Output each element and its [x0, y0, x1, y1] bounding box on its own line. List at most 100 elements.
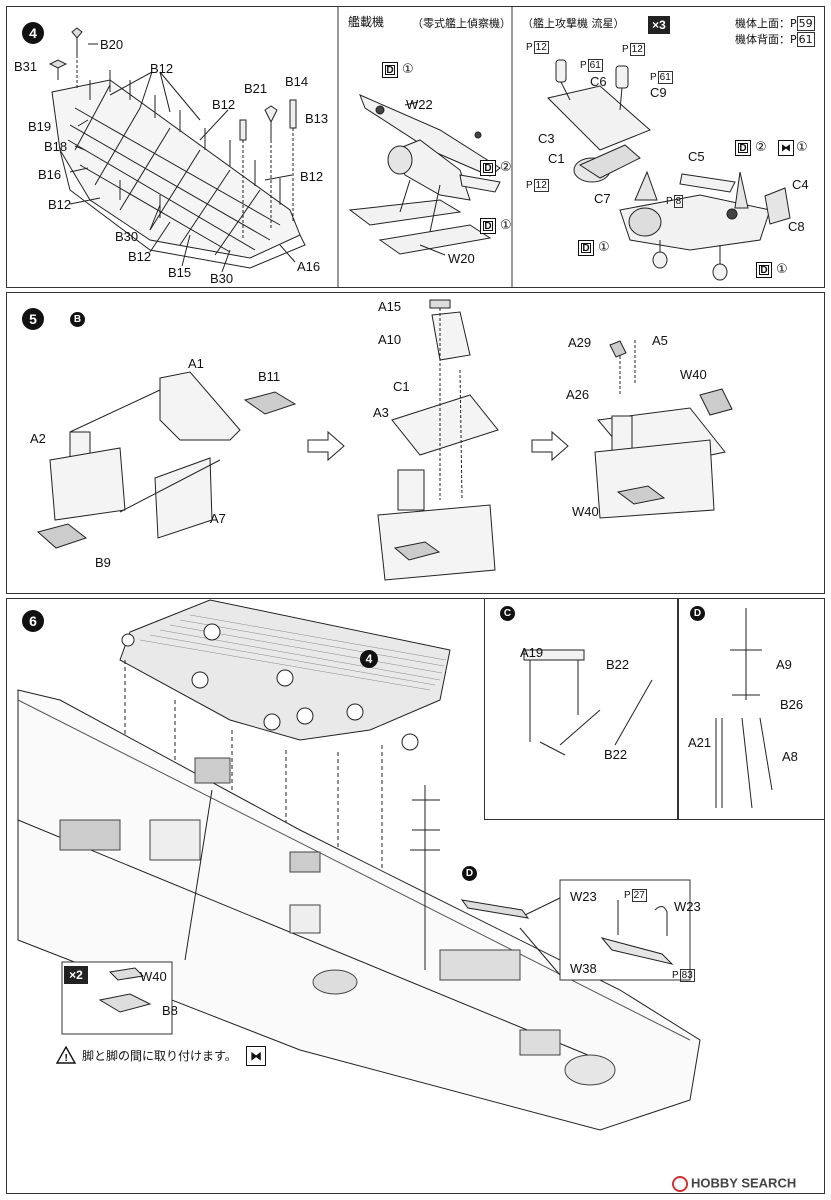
aircraft2-title: （艦上攻撃機 流星） — [522, 17, 625, 30]
label-A3: A3 — [373, 405, 389, 420]
label-B13: B13 — [305, 111, 329, 126]
label-A9: A9 — [776, 657, 792, 672]
label-A1: A1 — [188, 356, 204, 371]
label-A29: A29 — [568, 335, 592, 350]
label-B22: B22 — [604, 747, 628, 762]
label-A8: A8 — [782, 749, 798, 764]
svg-text:!: ! — [65, 1053, 68, 1064]
label-W40: W40 — [572, 504, 599, 519]
warning-icon: ! — [55, 1045, 77, 1069]
panel-D-badge: D — [690, 606, 705, 621]
label-A7: A7 — [210, 511, 226, 526]
label-A10: A10 — [378, 332, 402, 347]
label-C3: C3 — [538, 131, 555, 146]
label-A2: A2 — [30, 431, 46, 446]
label-A5: A5 — [652, 333, 668, 348]
label-B12: B12 — [150, 61, 174, 76]
panel-C — [484, 598, 678, 820]
decal-D-badge: D — [735, 140, 751, 156]
label-C6: C6 — [590, 74, 607, 89]
label-C1: C1 — [548, 151, 565, 166]
panel-D — [678, 598, 825, 820]
decal-number-1: ① — [796, 139, 808, 154]
panel-C-badge: C — [500, 606, 515, 621]
label-W40: W40 — [140, 969, 167, 984]
decal-number-2: ② — [500, 159, 512, 174]
watermark-logo-icon — [672, 1176, 688, 1192]
step5-number: 5 — [22, 308, 44, 330]
label-C5: C5 — [688, 149, 705, 164]
step4-number: 4 — [22, 22, 44, 44]
step6-ref-D: D — [462, 866, 477, 881]
label-B11: B11 — [258, 369, 281, 384]
decal-number-1: ① — [402, 61, 414, 76]
label-B20: B20 — [100, 37, 124, 52]
aircraft1-title: 艦載機 — [348, 15, 385, 29]
label-B15: B15 — [168, 265, 192, 280]
label-B30: B30 — [210, 271, 234, 286]
label-B12: B12 — [48, 197, 72, 212]
decal-D-badge: D — [578, 240, 594, 256]
label-C4: C4 — [792, 177, 809, 192]
label-B12: B12 — [128, 249, 152, 264]
label-B21: B21 — [244, 81, 268, 96]
label-B14: B14 — [285, 74, 309, 89]
label-W23: W23 — [570, 889, 597, 904]
decal-number-2: ② — [755, 139, 767, 154]
decal-number-1: ① — [776, 261, 788, 276]
bowtie-icon: ⧓ — [246, 1046, 266, 1066]
bowtie-icon: ⧓ — [778, 140, 794, 156]
label-B9: B9 — [95, 555, 111, 570]
decal-number-1: ① — [598, 239, 610, 254]
label-W22: W22 — [406, 97, 433, 112]
label-B30: B30 — [115, 229, 139, 244]
label-A15: A15 — [378, 299, 402, 314]
label-C1: C1 — [393, 379, 410, 394]
multiplier-x3: ×3 — [648, 16, 670, 34]
label-C9: C9 — [650, 85, 667, 100]
label-A21: A21 — [688, 735, 712, 750]
step6-ref-4: 4 — [360, 650, 378, 668]
label-W38: W38 — [570, 961, 597, 976]
label-B22: B22 — [606, 657, 630, 672]
label-B12: B12 — [300, 169, 324, 184]
multiplier-x2: ×2 — [64, 966, 88, 984]
label-C8: C8 — [788, 219, 805, 234]
watermark: HOBBY SEARCH — [672, 1176, 796, 1192]
label-A26: A26 — [566, 387, 590, 402]
decal-D-badge: D — [756, 262, 772, 278]
label-B12: B12 — [212, 97, 236, 112]
label-B8: B8 — [162, 1003, 178, 1018]
label-A19: A19 — [520, 645, 544, 660]
label-W20: W20 — [448, 251, 475, 266]
label-B31: B31 — [14, 59, 38, 74]
label-W40: W40 — [680, 367, 707, 382]
step6-number: 6 — [22, 610, 44, 632]
label-B18: B18 — [44, 139, 68, 154]
label-W23: W23 — [674, 899, 701, 914]
decal-D-badge: D — [480, 218, 496, 234]
decal-D-badge: D — [480, 160, 496, 176]
label-B26: B26 — [780, 697, 804, 712]
label-A16: A16 — [297, 259, 321, 274]
note-text: 脚と脚の間に取り付けます。 — [82, 1049, 237, 1063]
decal-D-badge: D — [382, 62, 398, 78]
label-B16: B16 — [38, 167, 62, 182]
aircraft1-subtitle: （零式艦上偵察機） — [412, 17, 511, 30]
label-B19: B19 — [28, 119, 52, 134]
